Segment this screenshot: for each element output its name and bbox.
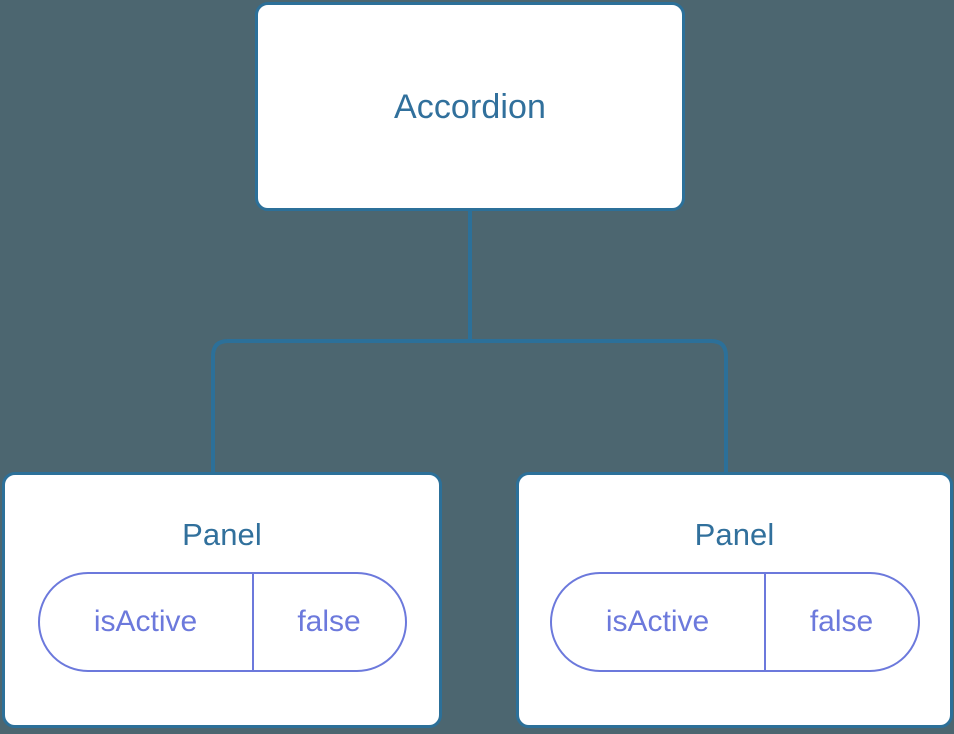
edge-to-left-panel bbox=[211, 339, 470, 474]
node-accordion-title: Accordion bbox=[393, 87, 547, 126]
node-panel-left-title: Panel bbox=[182, 517, 262, 552]
state-pill-left-key: isActive bbox=[40, 574, 254, 670]
node-panel-left[interactable]: Panel isActive false bbox=[2, 472, 442, 728]
state-pill-left-value: false bbox=[297, 605, 361, 638]
node-panel-right-title: Panel bbox=[694, 517, 775, 552]
node-accordion[interactable]: Accordion bbox=[255, 2, 685, 211]
state-pill-right-value: false bbox=[809, 605, 874, 638]
state-pill-right-key: isActive bbox=[552, 574, 766, 670]
edge-to-right-panel bbox=[470, 339, 728, 474]
state-pill-right[interactable]: isActive false bbox=[549, 572, 920, 672]
node-panel-right[interactable]: Panel isActive false bbox=[516, 472, 953, 728]
state-pill-left[interactable]: isActive false bbox=[37, 572, 407, 672]
